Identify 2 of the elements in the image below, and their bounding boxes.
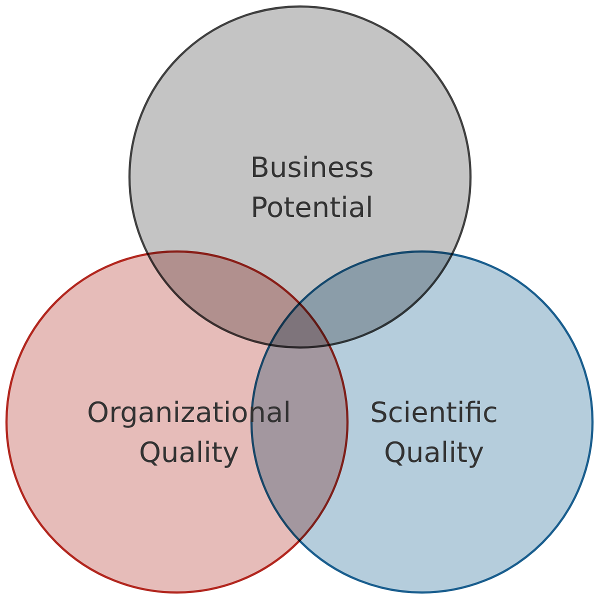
circle-label: Scientific Quality	[370, 395, 498, 471]
circle-label: Business Potential	[250, 150, 374, 226]
